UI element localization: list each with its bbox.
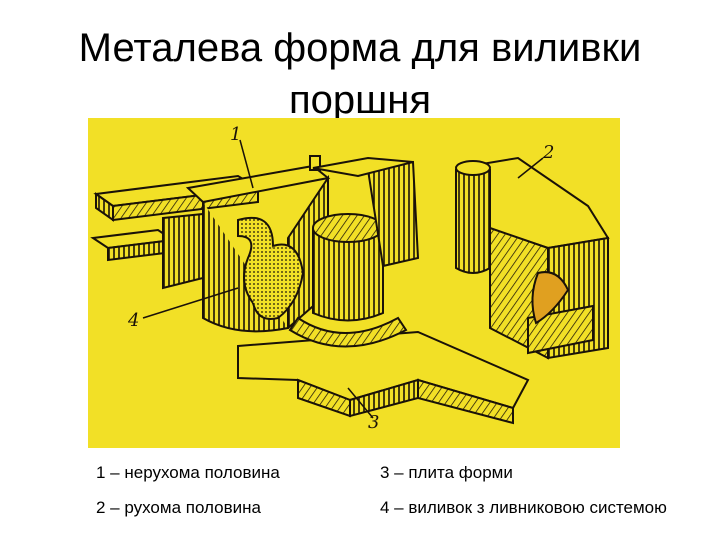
- base-plate: [237, 330, 530, 425]
- piston-casting: [288, 155, 408, 348]
- callout-4: 4: [127, 310, 139, 331]
- legend-item-casting: 4 – виливок з ливниковою системою: [380, 498, 667, 517]
- mold-illustration: 1 2 3 4: [88, 118, 620, 448]
- moving-half: [455, 156, 610, 360]
- legend-item-fixed-half: 1 – нерухома половина: [96, 463, 280, 482]
- fixed-half: [162, 164, 331, 333]
- callout-2: 2: [542, 142, 554, 163]
- leader-lines: [142, 139, 544, 419]
- callout-3: 3: [368, 412, 379, 433]
- center-column: [312, 156, 420, 268]
- slide-title: Металева форма для виливки поршня: [78, 26, 642, 122]
- legend-item-moving-half: 2 – рухома половина: [96, 498, 261, 517]
- legend-item-base-plate: 3 – плита форми: [380, 463, 513, 482]
- callout-1: 1: [230, 124, 241, 145]
